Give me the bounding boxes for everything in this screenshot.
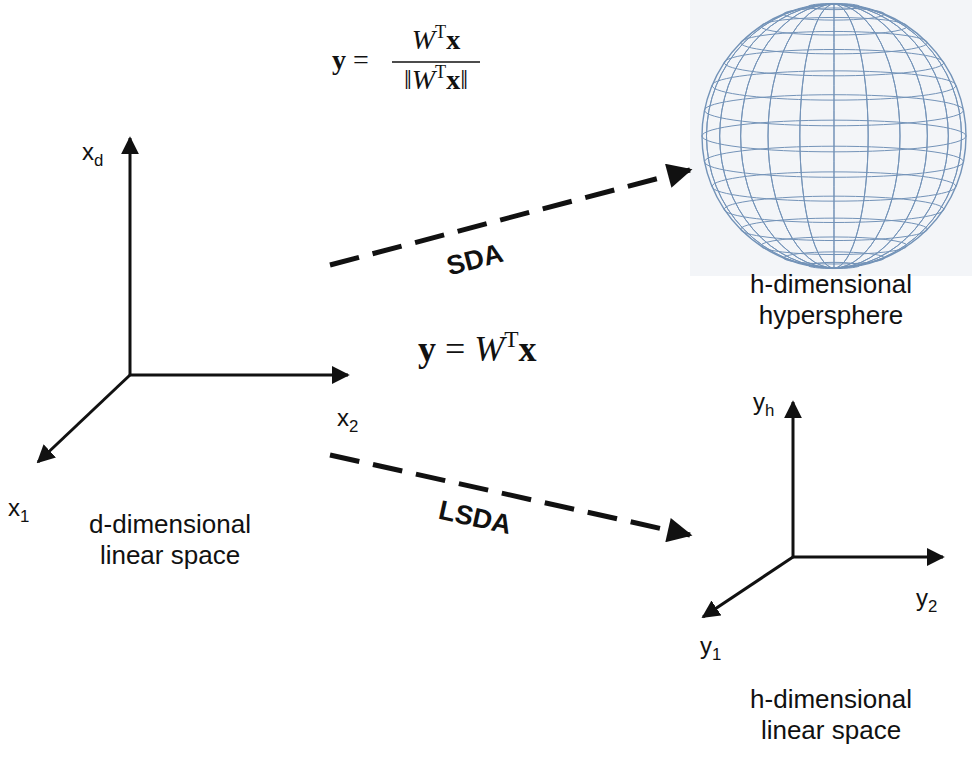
index-symbol: 1 [712, 645, 721, 664]
formula: y= [332, 44, 376, 76]
output-axes [703, 402, 943, 617]
index-symbol: 1 [20, 507, 29, 526]
parallel [712, 71, 956, 100]
axis-label: y1 [700, 632, 721, 665]
parallel [761, 237, 908, 255]
sphere-background [690, 0, 972, 276]
axis-label: x2 [337, 404, 358, 437]
meridian [800, 4, 868, 268]
math-symbol: x [446, 64, 460, 95]
meridian [741, 4, 928, 268]
math-symbol: ‖ [404, 64, 412, 95]
input-axes [38, 138, 348, 462]
meridian [706, 4, 961, 268]
formula-numerator: WTx [412, 22, 460, 56]
meridian [741, 4, 928, 268]
meridian [706, 4, 961, 268]
formula-denominator: ‖WTx‖ [404, 62, 468, 96]
formula: y=WTx [418, 326, 537, 370]
meridian [720, 4, 949, 268]
index-symbol: d [94, 151, 103, 170]
parallel [808, 3, 860, 9]
method-label: SDA [443, 238, 506, 283]
math-symbol: ‖ [460, 64, 468, 95]
math-symbol: W [412, 64, 435, 95]
math-symbol: W [412, 24, 435, 55]
space-label: h-dimensional linear space [719, 684, 944, 750]
index-symbol: 2 [928, 597, 937, 616]
space-label: d-dimensional linear space [58, 509, 283, 575]
meridian [800, 4, 868, 268]
index-symbol: h [765, 401, 774, 420]
parallel [705, 95, 964, 126]
meridian [768, 4, 900, 268]
parallel [705, 146, 964, 177]
space-label: h-dimensional hypersphere [719, 269, 944, 335]
axis-label: xd [82, 138, 103, 171]
math-symbol: y [700, 632, 712, 659]
parallel [702, 120, 966, 152]
axis-label: yh [753, 388, 774, 421]
math-symbol: y [418, 329, 436, 369]
math-symbol: x [337, 404, 349, 431]
method-label: LSDA [435, 495, 513, 541]
meridian [834, 4, 835, 268]
math-symbol: W [474, 329, 504, 369]
meridian [720, 4, 949, 268]
index-symbol: T [504, 326, 518, 352]
mapping-arrow [330, 170, 690, 265]
math-symbol: x [8, 494, 20, 521]
parallel [712, 172, 956, 201]
hypersphere-figure [702, 3, 966, 268]
index-symbol: 2 [349, 417, 358, 436]
math-symbol: y [916, 584, 928, 611]
math-symbol: = [353, 44, 369, 75]
math-symbol: = [445, 329, 465, 369]
sphere-outline [702, 4, 966, 268]
math-symbol: y [753, 388, 765, 415]
math-symbol: y [332, 44, 346, 75]
meridian [768, 4, 900, 268]
math-symbol: x [446, 24, 460, 55]
axis-label: x1 [8, 494, 29, 527]
math-symbol: x [82, 138, 94, 165]
index-symbol: T [435, 22, 446, 42]
index-symbol: T [435, 62, 446, 82]
input-space: d-dimensional linear space [10, 130, 330, 575]
parallel [724, 196, 944, 222]
math-symbol: x [519, 329, 537, 369]
hypersphere-space: h-dimensional hypersphere [690, 0, 972, 335]
parallel [741, 218, 928, 240]
output-space: h-dimensional linear space [690, 395, 972, 750]
axis-label: y2 [916, 584, 937, 617]
